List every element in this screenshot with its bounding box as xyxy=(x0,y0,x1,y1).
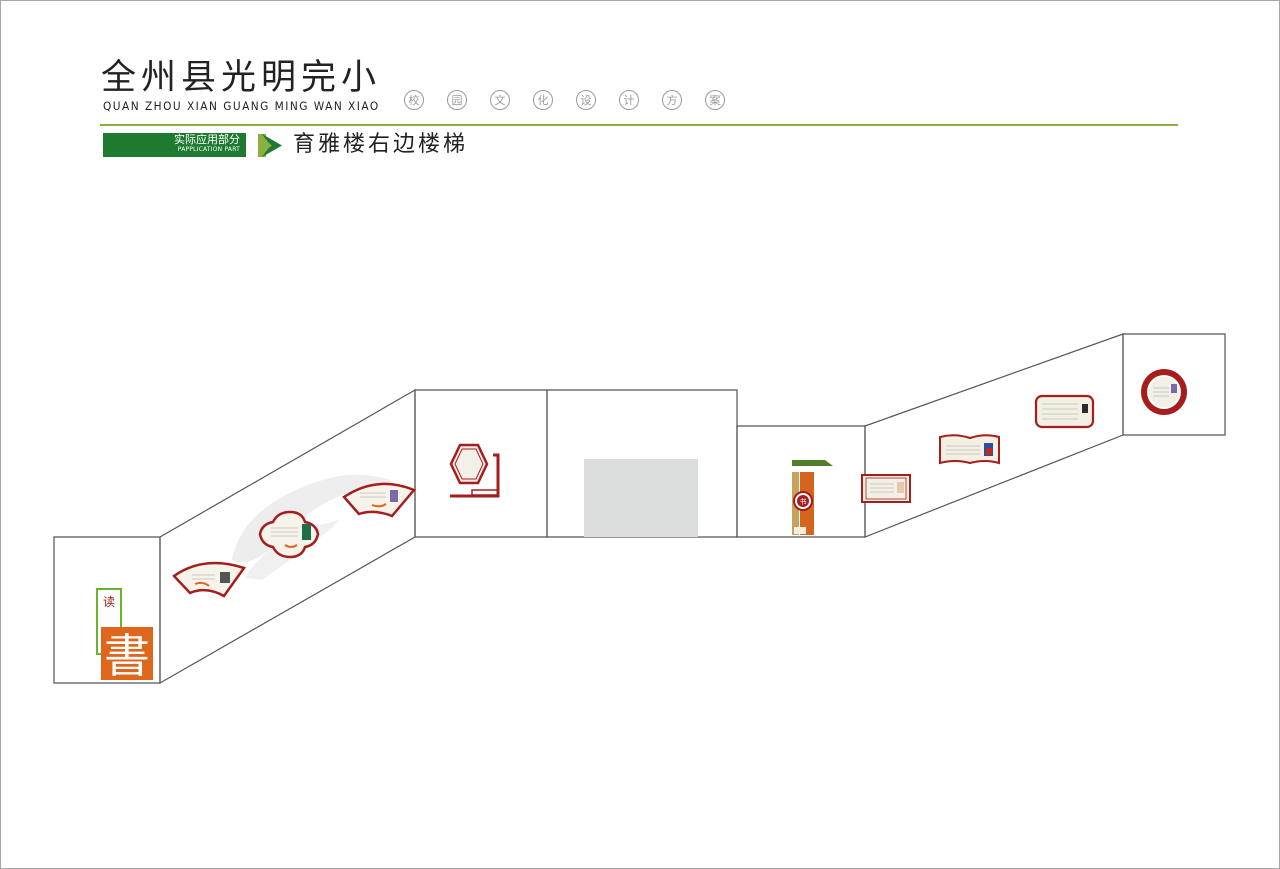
book-panel xyxy=(939,434,1000,465)
chevron-right-icon xyxy=(258,134,282,157)
wall-outlines xyxy=(53,333,1226,685)
circled-char: 园 xyxy=(447,90,467,110)
circled-char: 设 xyxy=(576,90,596,110)
header-divider xyxy=(100,124,1178,126)
hexagon-panel xyxy=(449,443,500,498)
circled-char: 计 xyxy=(619,90,639,110)
school-title: 全州县光明完小 xyxy=(101,58,382,98)
circle-panel xyxy=(1141,369,1187,415)
fan-panel-1 xyxy=(172,561,247,598)
section-tag-cn: 实际应用部分 xyxy=(174,133,240,146)
circled-char: 文 xyxy=(490,90,510,110)
book-char: 書 xyxy=(104,629,150,683)
subtitle-circled-chars: 校 园 文 化 设 计 方 案 xyxy=(404,90,725,110)
circled-char: 案 xyxy=(705,90,725,110)
circled-char: 方 xyxy=(662,90,682,110)
culture-pillar: 书 xyxy=(792,460,833,535)
school-title-pinyin: QUAN ZHOU XIAN GUANG MING WAN XIAO xyxy=(103,99,380,113)
circled-char: 校 xyxy=(404,90,424,110)
read-char: 读 xyxy=(103,595,115,609)
section-tag-en: PAPPLICATION PART xyxy=(177,146,240,153)
circled-char: 化 xyxy=(533,90,553,110)
lattice-panel xyxy=(861,474,911,503)
pillar-badge-char: 书 xyxy=(800,497,807,506)
section-tag: 实际应用部分 PAPPLICATION PART xyxy=(103,133,246,157)
rounded-panel xyxy=(1034,394,1095,429)
doorway xyxy=(584,459,698,537)
wall-7-flat xyxy=(1122,333,1226,436)
read-book-sign: 读 書 xyxy=(96,588,153,683)
location-subtitle: 育雅楼右边楼梯 xyxy=(293,132,469,157)
fan-panel-2 xyxy=(342,482,417,518)
cloud-panel xyxy=(258,510,320,559)
